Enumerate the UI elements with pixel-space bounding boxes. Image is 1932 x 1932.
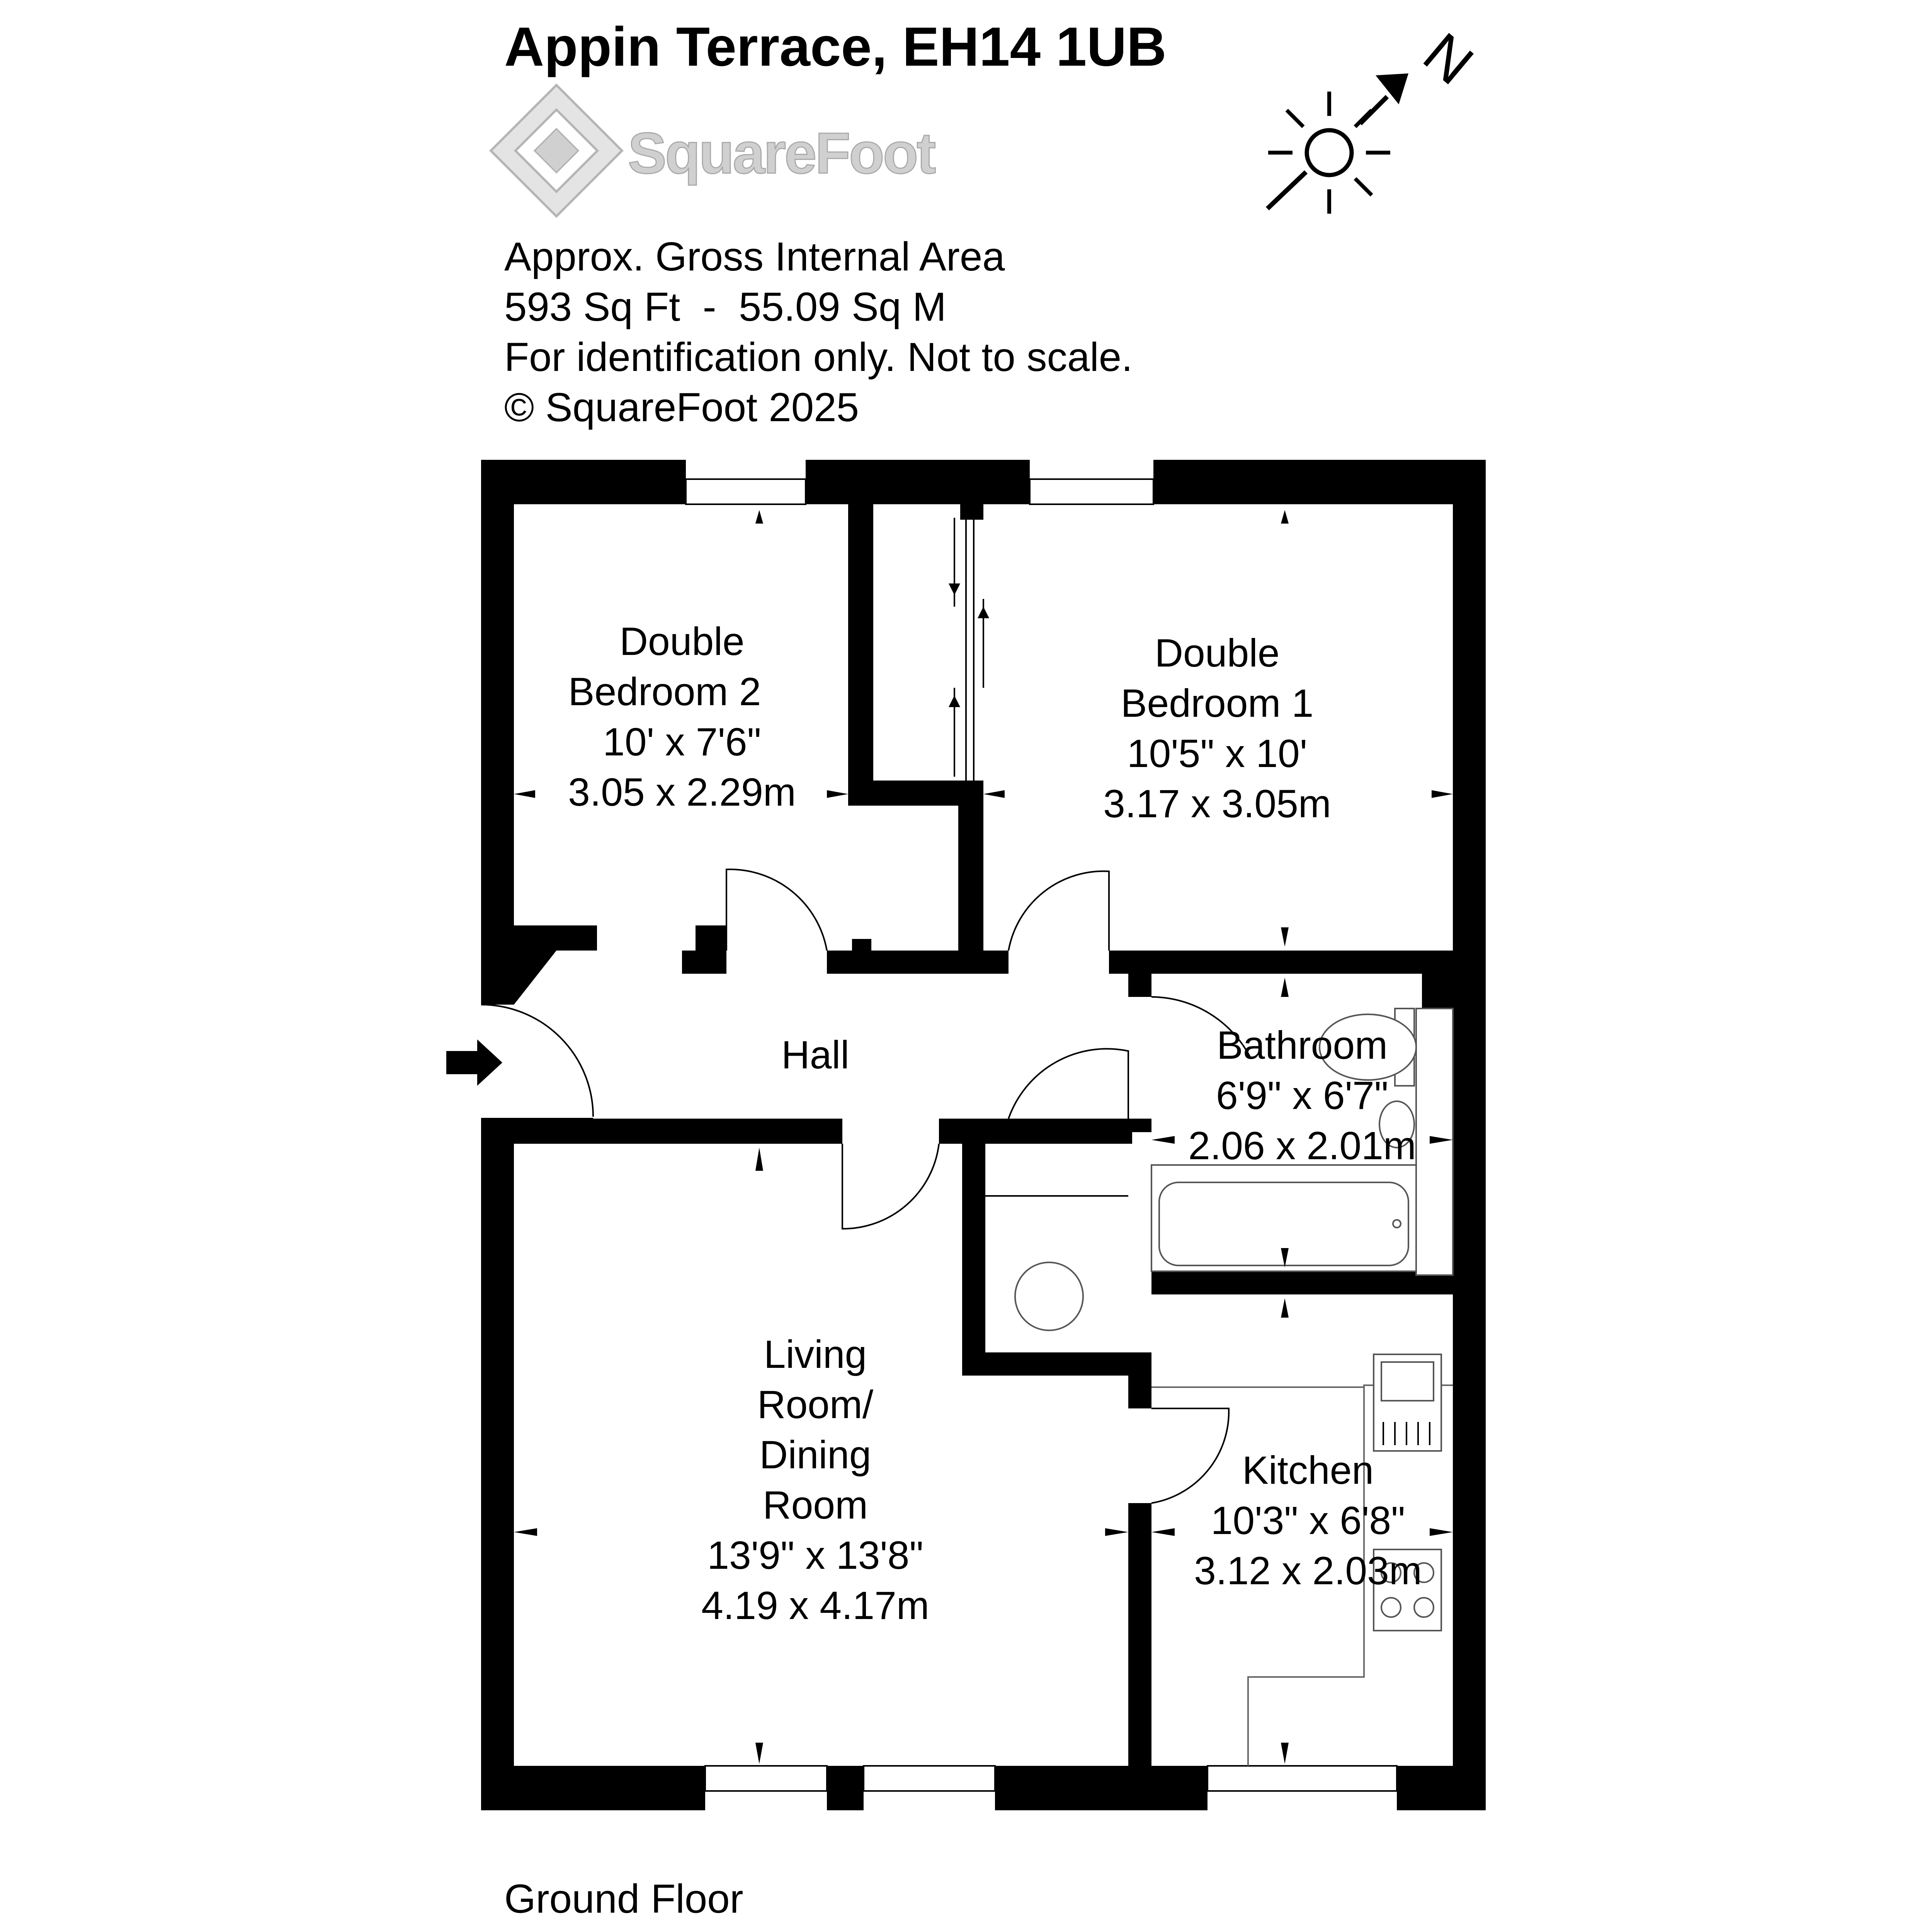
bedroom1-label: Double Bedroom 1 10'5" x 10' 3.17 x 3.05… [1103,631,1331,826]
bedroom2-name: Double [619,619,744,663]
kitchen-door [1151,1408,1230,1504]
entrance-door [481,1004,594,1119]
bathroom-fixtures [1151,1008,1454,1276]
hall-label: Hall [781,1033,849,1077]
disclaimer: For identification only. Not to scale. [504,335,1133,380]
area-values: 593 Sq Ft - 55.09 Sq M [504,284,946,330]
area-heading: Approx. Gross Internal Area [504,234,1005,279]
compass-sun-icon: N [1265,20,1485,214]
walls [481,460,1486,1810]
window [1029,478,1154,505]
living-name: Room [763,1483,868,1527]
compass-north-label: N [1412,20,1485,97]
bedroom1-name: Double [1155,631,1279,675]
kitchen-label: Kitchen 10'3" x 6'8" 3.12 x 2.03m [1194,1448,1422,1593]
living-label: Living Room/ Dining Room 13'9" x 13'8" 4… [701,1332,929,1628]
living-door [842,1143,940,1230]
washbasin [1379,1100,1415,1148]
bathroom-label: Bathroom 6'9" x 6'7" 2.06 x 2.01m [1188,1023,1416,1168]
window [863,1765,996,1792]
cupboard-door [1008,1048,1129,1119]
floor-label: Ground Floor [504,1876,743,1922]
north-arrow-icon [1376,73,1408,104]
bedroom2-label: Double Bedroom 2 10' x 7'6" 3.05 x 2.29m [568,619,796,814]
bedroom1-imperial: 10'5" x 10' [1127,731,1307,776]
living-metric: 4.19 x 4.17m [701,1583,929,1628]
bedroom2-metric: 3.05 x 2.29m [568,770,796,814]
bathroom-name: Bathroom [1217,1023,1388,1067]
bedroom2-name: Bedroom 2 [568,670,761,714]
logo-text: SquareFoot [628,121,935,185]
living-name: Living [764,1332,867,1376]
kitchen-units [1151,1354,1453,1766]
bathtub [1158,1182,1409,1266]
copyright: © SquareFoot 2025 [504,385,859,430]
window [685,478,806,505]
bathroom-imperial: 6'9" x 6'7" [1216,1073,1388,1117]
bathroom-door [1151,996,1251,1057]
dimension-arrows [514,510,1453,1764]
living-imperial: 13'9" x 13'8" [707,1533,923,1577]
bathroom-metric: 2.06 x 2.01m [1188,1124,1416,1168]
living-name: Dining [759,1433,871,1477]
window [704,1765,828,1792]
window [1207,1765,1398,1792]
living-name: Room/ [757,1383,874,1427]
hob [1373,1549,1442,1631]
squarefoot-logo: SquareFoot [489,83,938,218]
bedroom2-door [726,868,828,951]
wardrobe [949,516,989,781]
bedroom2-imperial: 10' x 7'6" [603,720,761,764]
water-cylinder [1014,1262,1084,1331]
kitchen-metric: 3.12 x 2.03m [1194,1549,1422,1593]
bedroom1-metric: 3.17 x 3.05m [1103,782,1331,826]
bedroom1-door [1008,870,1110,951]
property-title: Appin Terrace, EH14 1UB [504,16,1167,78]
entrance-arrow-icon [446,1039,502,1086]
bedroom1-name: Bedroom 1 [1121,681,1314,725]
kitchen-name: Kitchen [1242,1448,1374,1492]
kitchen-imperial: 10'3" x 6'8" [1211,1498,1405,1543]
